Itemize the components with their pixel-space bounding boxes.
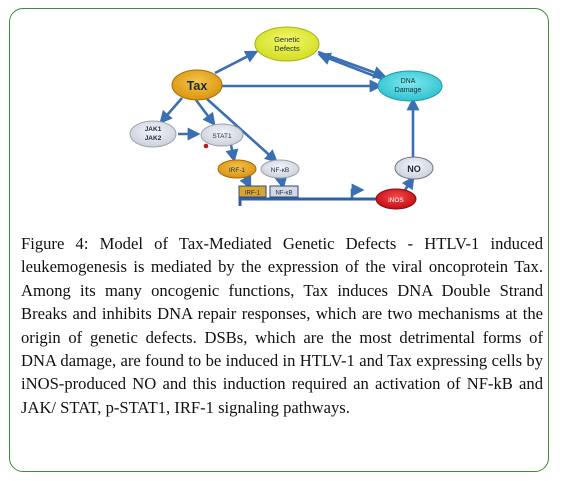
arrow-tax-to-jak xyxy=(159,97,183,124)
node-tax: Tax xyxy=(171,69,223,101)
svg-text:STAT1: STAT1 xyxy=(212,133,232,140)
figure-label: Figure 4: xyxy=(21,234,89,253)
svg-text:JAK1: JAK1 xyxy=(145,126,162,133)
svg-text:IRF-1: IRF-1 xyxy=(245,191,261,197)
node-jak1-jak2: JAK1 JAK2 xyxy=(129,120,177,148)
svg-text:NF-κB: NF-κB xyxy=(276,191,293,197)
arrow-stat1-to-irf1 xyxy=(225,144,239,163)
svg-text:DNA: DNA xyxy=(401,78,416,85)
svg-text:Damage: Damage xyxy=(395,87,422,94)
node-irf1-protein: IRF-1 xyxy=(217,159,257,179)
arrow-dna-damage-to-genetic-defects xyxy=(317,52,386,82)
arrow-nfkb-to-site xyxy=(274,175,288,190)
svg-text:NO: NO xyxy=(407,164,421,174)
figure-caption: Figure 4: Model of Tax-Mediated Genetic … xyxy=(21,232,543,419)
figure-caption-text: Model of Tax-Mediated Genetic Defects - … xyxy=(21,234,543,417)
node-inos: iNOS xyxy=(375,188,417,210)
node-no: NO xyxy=(394,156,434,180)
svg-text:NF-κB: NF-κB xyxy=(271,167,289,174)
svg-text:JAK2: JAK2 xyxy=(145,135,162,142)
pathway-arrows xyxy=(159,50,420,198)
arrow-genetic-defects-to-dna-damage xyxy=(317,50,387,79)
node-genetic-defects: Genetic Defects xyxy=(254,26,320,62)
svg-text:Defects: Defects xyxy=(274,44,300,53)
arrow-inos-to-no xyxy=(401,175,415,191)
phospho-marker xyxy=(203,143,209,149)
arrow-tax-to-stat1 xyxy=(194,99,216,127)
svg-text:iNOS: iNOS xyxy=(388,197,404,204)
arrow-irf1-to-site xyxy=(239,174,252,190)
site-nfkb: NF-κB xyxy=(269,185,299,198)
arrow-tax-to-genetic-defects xyxy=(214,50,259,75)
node-nfkb-protein: NF-κB xyxy=(260,159,300,179)
node-dna-damage: DNA Damage xyxy=(377,70,443,102)
site-irf1: IRF-1 xyxy=(238,185,267,198)
node-stat1: STAT1 xyxy=(200,123,244,147)
svg-text:Tax: Tax xyxy=(187,79,208,93)
transcription-start-arrow xyxy=(350,183,365,198)
svg-text:Genetic: Genetic xyxy=(274,35,300,44)
arrow-tax-to-nfkb xyxy=(206,98,278,163)
tax-pathway-diagram: Genetic Defects Tax DNA Damage JAK1 JAK2… xyxy=(129,26,443,210)
svg-text:IRF-1: IRF-1 xyxy=(229,167,246,174)
